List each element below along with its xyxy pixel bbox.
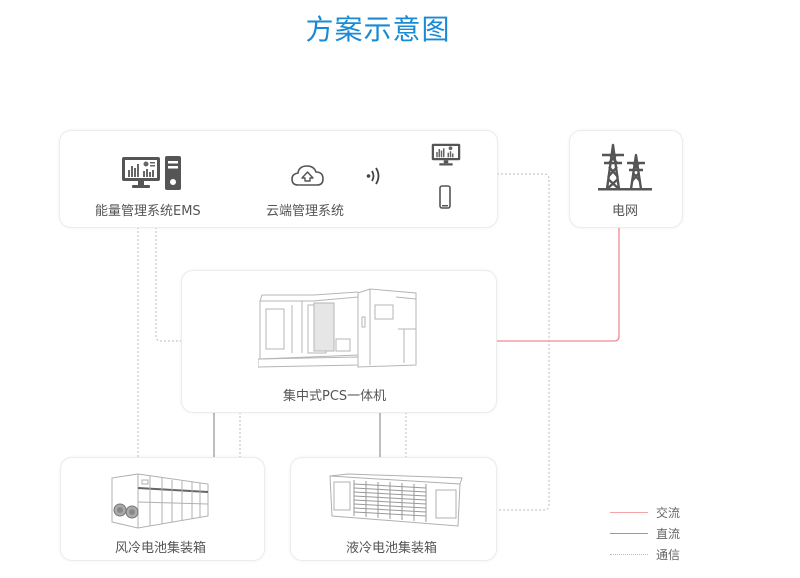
monitor-chart-icon [431,143,461,166]
cloud-label: 云端管理系统 [266,204,345,219]
comm-line-ems-right [497,173,550,511]
cloud-upload-icon [291,165,324,186]
server-tower-icon [165,156,181,190]
legend-item-ac: 交流 [610,504,680,521]
grid-panel [569,130,683,228]
ems-label: 能量管理系统EMS [95,204,201,219]
air-battery-label: 风冷电池集装箱 [115,541,207,556]
mobile-phone-icon [439,185,451,209]
legend-dc-label: 直流 [656,527,681,541]
liquid-cooled-container-icon [329,473,463,527]
wireless-signal-icon [366,167,380,185]
grid-label: 电网 [612,204,639,219]
page-title: 方案示意图 [305,13,451,46]
legend-item-dc: 直流 [610,525,680,542]
pcs-label: 集中式PCS一体机 [283,389,387,404]
pcs-machine-icon [258,288,417,368]
legend-comm-swatch [610,554,648,555]
liquid-battery-panel [290,457,497,561]
ac-line-pcs-grid [496,227,620,342]
legend-ac-label: 交流 [656,506,681,520]
pcs-panel [181,270,497,413]
legend-dc-swatch [610,533,648,534]
power-tower-icon [598,143,652,191]
comm-line-ems-pcs [155,227,181,342]
air-cooled-container-icon [111,473,209,529]
liquid-battery-label: 液冷电池集装箱 [346,541,438,556]
legend-comm-label: 通信 [656,548,681,562]
legend-item-comm: 通信 [610,546,680,563]
monitor-chart-icon [122,157,160,188]
legend-ac-swatch [610,512,648,513]
